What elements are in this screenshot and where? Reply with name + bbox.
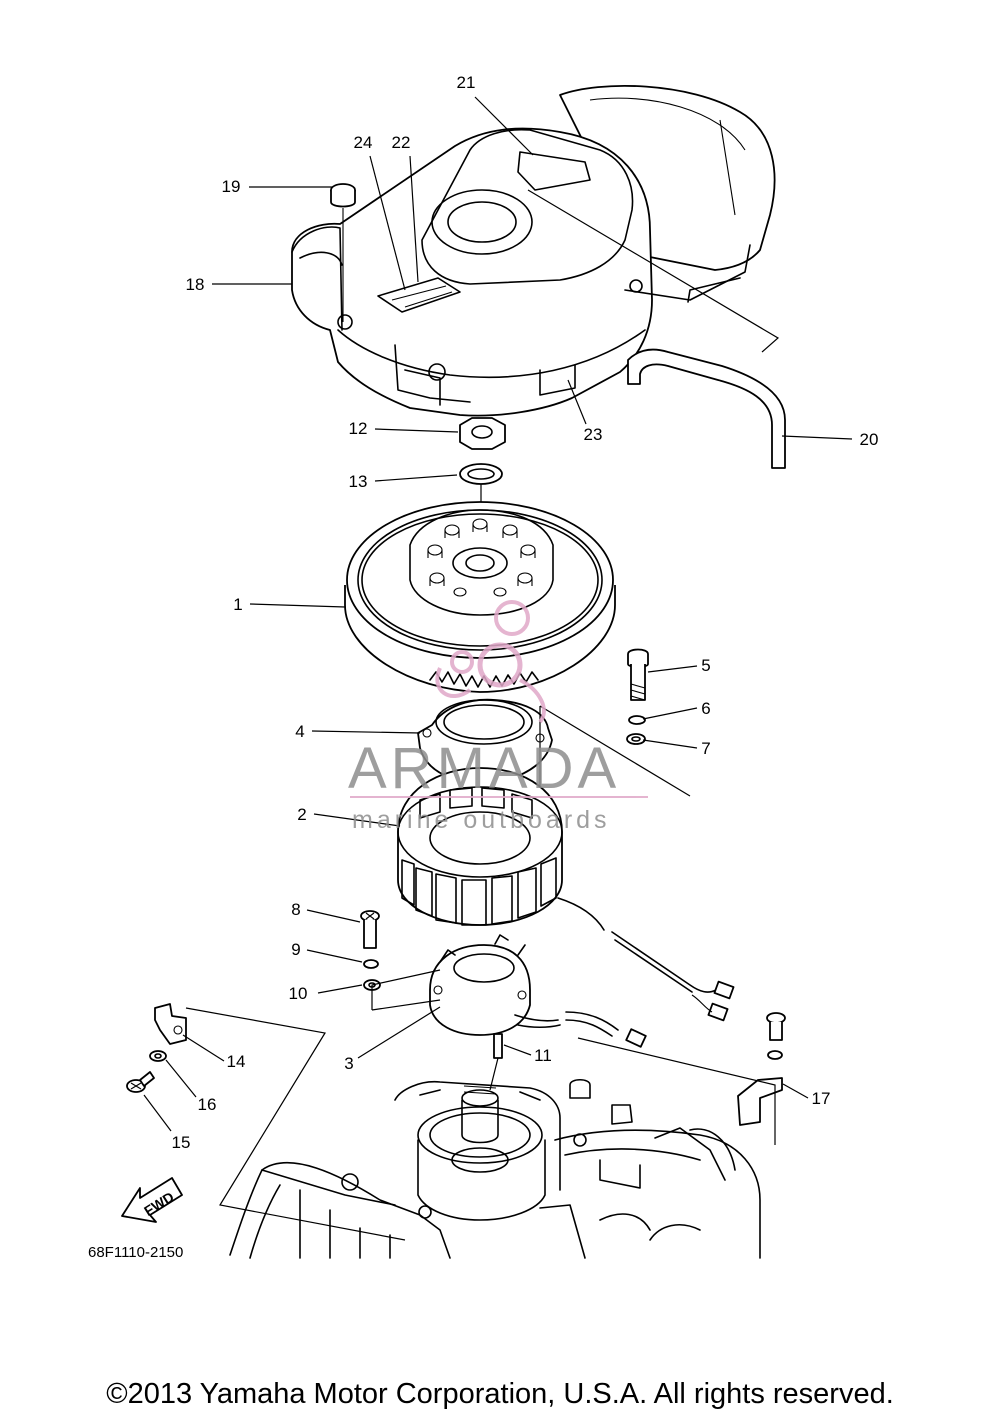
callout-22: 22	[392, 133, 419, 283]
callout-16: 16	[165, 1059, 217, 1114]
callout-number: 20	[860, 430, 879, 449]
callout-13: 13	[349, 472, 458, 491]
flywheel-1	[344, 501, 616, 693]
callout-number: 14	[227, 1052, 246, 1071]
callout-number: 16	[198, 1095, 217, 1114]
lock-washer-6	[628, 715, 646, 725]
callout-leader	[503, 1044, 532, 1056]
callout-number: 5	[701, 656, 710, 675]
pulser-coil-3	[371, 934, 647, 1048]
callout-number: 7	[701, 739, 710, 758]
callout-leader	[249, 603, 346, 608]
callout-number: 18	[186, 275, 205, 294]
callout-number: 13	[349, 472, 368, 491]
callout-leader	[647, 665, 698, 673]
callout-leader	[642, 739, 698, 749]
copyright-notice: ©2013 Yamaha Motor Corporation, U.S.A. A…	[106, 1378, 894, 1410]
callout-number: 4	[295, 722, 304, 741]
callout-leader	[782, 1083, 809, 1099]
callout-8: 8	[291, 900, 361, 923]
callout-12: 12	[349, 419, 459, 438]
callout-number: 1	[233, 595, 242, 614]
callout-leader	[357, 1006, 441, 1059]
callout-number: 12	[349, 419, 368, 438]
callout-leader	[474, 96, 534, 156]
callout-2: 2	[297, 805, 401, 827]
bolt-5	[627, 648, 649, 701]
callout-11: 11	[503, 1044, 552, 1065]
callout-3: 3	[344, 1006, 441, 1073]
callout-leader	[306, 909, 361, 923]
washer-7	[626, 733, 646, 745]
callout-20: 20	[781, 430, 879, 449]
callout-leader	[409, 155, 419, 283]
callout-number: 3	[344, 1054, 353, 1073]
watermark-tagline: marine outboards	[352, 806, 611, 834]
washer-16	[149, 1050, 167, 1062]
grommet-19	[330, 183, 356, 322]
callout-number: 23	[584, 425, 603, 444]
bracket-14	[154, 1003, 187, 1045]
callout-leader	[781, 435, 853, 440]
woodruff-key-11	[489, 1033, 503, 1091]
washer-13	[459, 463, 503, 485]
callout-number: 21	[457, 73, 476, 92]
lock-washer-9	[363, 959, 379, 969]
callout-leader	[143, 1094, 172, 1132]
callout-number: 24	[354, 133, 373, 152]
callout-23: 23	[567, 379, 603, 444]
seal-strip-20	[527, 189, 786, 469]
callout-number: 19	[222, 177, 241, 196]
callout-4: 4	[295, 722, 421, 741]
callout-number: 9	[291, 940, 300, 959]
callout-leader	[317, 984, 363, 994]
callout-number: 11	[534, 1046, 552, 1065]
callout-number: 8	[291, 900, 300, 919]
watermark-divider	[350, 796, 648, 798]
callout-1: 1	[233, 595, 346, 614]
callout-24: 24	[354, 133, 406, 291]
screw-15	[126, 1071, 155, 1093]
callout-leader	[313, 813, 401, 827]
callout-19: 19	[222, 177, 333, 196]
callout-leader	[165, 1059, 197, 1098]
callout-leader	[311, 730, 421, 734]
screw-8	[360, 910, 380, 949]
diagram-code: 68F1110-2150	[88, 1244, 183, 1261]
callout-leader	[374, 474, 458, 482]
stator-2	[397, 767, 735, 1022]
octopus-logo-icon	[435, 600, 546, 724]
callout-leader	[374, 428, 459, 433]
callout-number: 17	[812, 1089, 831, 1108]
armada-watermark: ARMADA marine outboards	[348, 600, 648, 834]
bracket-17	[577, 1012, 786, 1145]
callout-17: 17	[782, 1083, 831, 1108]
callout-number: 15	[172, 1133, 191, 1152]
callout-leader	[369, 155, 406, 291]
callout-9: 9	[291, 940, 363, 963]
callout-number: 2	[297, 805, 306, 824]
callout-leader	[306, 949, 363, 963]
callout-number: 6	[701, 699, 710, 718]
callout-5: 5	[647, 656, 711, 675]
callout-10: 10	[289, 984, 363, 1003]
callout-number: 22	[392, 133, 411, 152]
callout-leader	[642, 707, 698, 720]
callout-leader	[182, 1034, 225, 1062]
callout-21: 21	[457, 73, 534, 156]
forward-arrow-icon: FWD	[121, 1177, 183, 1223]
powerhead-block	[229, 1078, 761, 1259]
callout-leader	[567, 379, 587, 425]
flywheel-nut-12	[459, 417, 506, 450]
callout-18: 18	[186, 275, 292, 294]
watermark-brand: ARMADA	[348, 736, 620, 801]
callout-number: 10	[289, 984, 308, 1003]
callout-7: 7	[642, 739, 711, 758]
callout-6: 6	[642, 699, 711, 720]
callout-15: 15	[143, 1094, 191, 1152]
callout-14: 14	[182, 1034, 246, 1071]
